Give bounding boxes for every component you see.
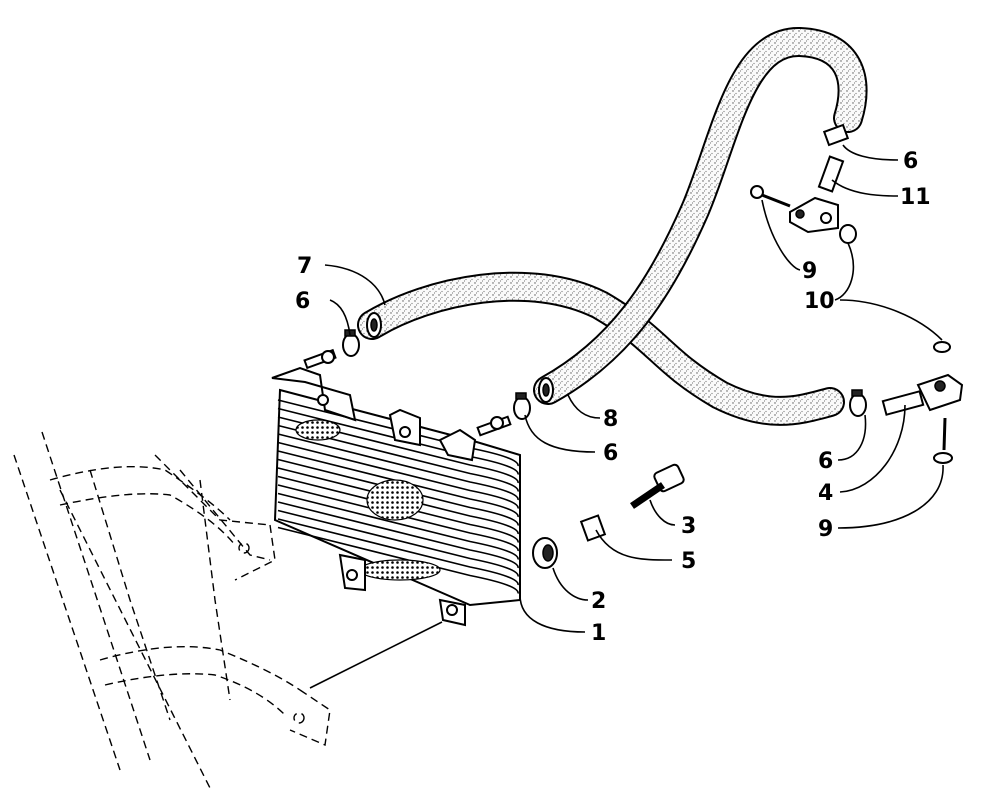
clamp-6b xyxy=(513,392,531,420)
cooler-fin xyxy=(277,501,519,569)
callout-9-upper: 9 xyxy=(802,259,817,284)
callout-5: 5 xyxy=(681,549,696,574)
hose-8 xyxy=(533,27,868,405)
callout-11: 11 xyxy=(900,185,931,210)
cooler-fitting-lower xyxy=(476,415,512,437)
leader-lines xyxy=(324,144,944,633)
screw-9-upper xyxy=(750,185,791,208)
clamp-6c xyxy=(849,389,867,417)
frame-mount-leader xyxy=(309,621,443,689)
callout-3: 3 xyxy=(681,514,696,539)
cooler-fin xyxy=(277,526,519,594)
clamp-6d xyxy=(822,123,850,147)
o-ring-10-upper xyxy=(839,224,857,244)
callout-4: 4 xyxy=(818,481,833,506)
screw-9-right xyxy=(933,417,953,464)
callout-1: 1 xyxy=(591,621,606,646)
cooler-fin xyxy=(277,441,519,509)
callout-2: 2 xyxy=(591,589,606,614)
elbow-fitting-11 xyxy=(789,155,845,234)
cooler-fin xyxy=(277,416,519,484)
elbow-fitting-4 xyxy=(881,373,964,416)
cooler-fitting-upper xyxy=(303,348,337,370)
cooler-fin xyxy=(277,518,519,586)
cooler-fin xyxy=(277,492,519,560)
cooler-fin xyxy=(277,450,519,518)
callout-10: 10 xyxy=(804,289,835,314)
callout-7: 7 xyxy=(297,254,312,279)
cooler-fin xyxy=(277,424,519,492)
frame-dashed-outline xyxy=(13,431,331,788)
bolt-3 xyxy=(630,463,685,509)
hose-7 xyxy=(357,271,845,426)
callout-6-middle: 6 xyxy=(603,441,618,466)
callout-6-left: 6 xyxy=(295,289,310,314)
o-ring-10-right xyxy=(933,341,951,353)
clamp-6a xyxy=(342,329,360,357)
cooler-fin xyxy=(277,509,519,577)
cooler-fin xyxy=(277,433,519,501)
cooler-fin xyxy=(277,467,519,535)
callout-8: 8 xyxy=(603,407,618,432)
oil-cooler xyxy=(271,366,521,627)
cooler-fin xyxy=(277,475,519,543)
callout-9-lower: 9 xyxy=(818,517,833,542)
callout-6-right: 6 xyxy=(818,449,833,474)
grommet-2 xyxy=(532,537,558,569)
cooler-fin xyxy=(277,458,519,526)
callout-6-top: 6 xyxy=(903,149,918,174)
cooler-fin xyxy=(277,484,519,552)
spacer-5 xyxy=(579,514,607,542)
